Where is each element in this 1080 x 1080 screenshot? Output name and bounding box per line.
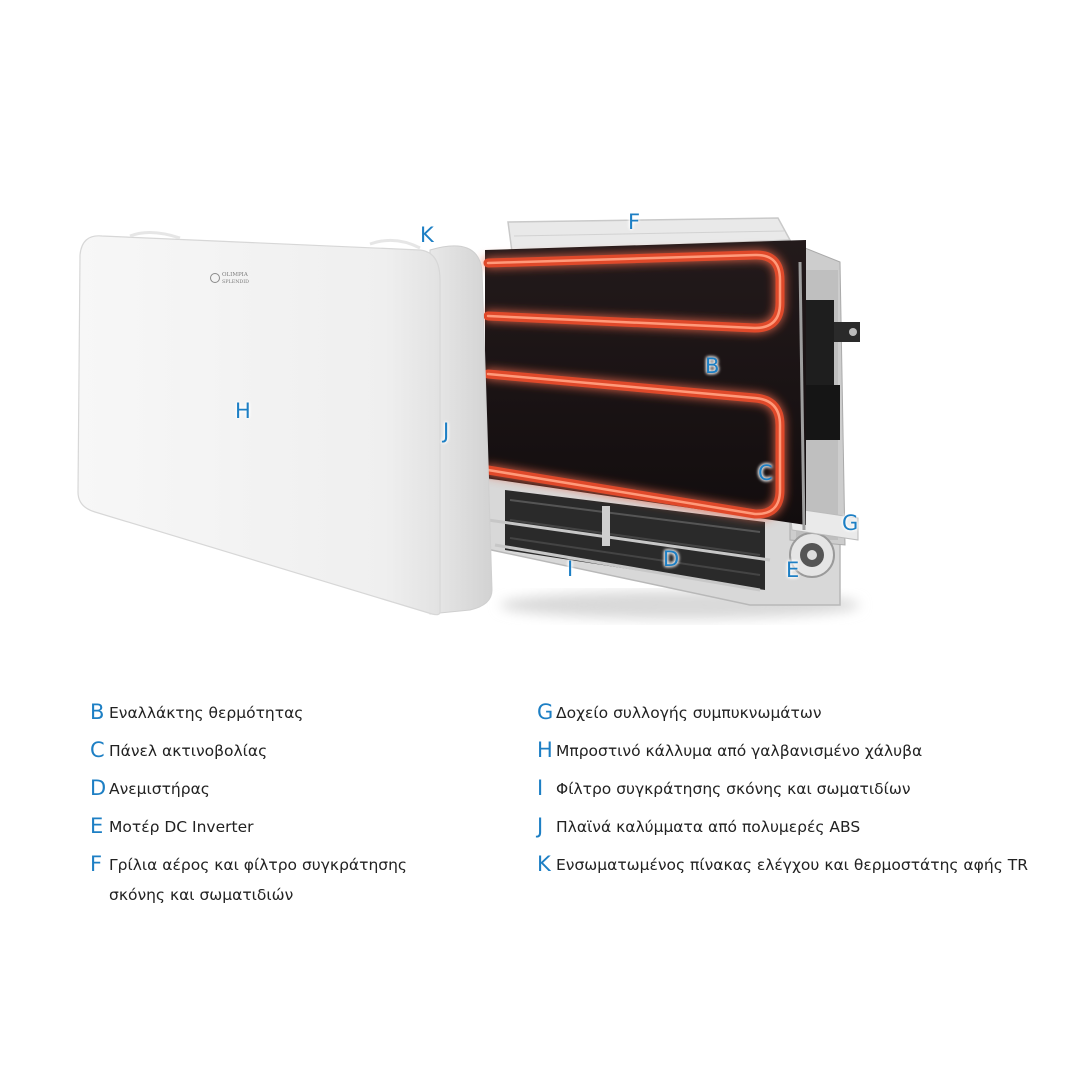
legend-item-b: B Εναλλάκτης θερμότητας [90, 698, 610, 728]
legend-text: Φίλτρο συγκράτησης σκόνης και σωματιδίων [556, 780, 911, 798]
legend-item-i: I Φίλτρο συγκράτησης σκόνης και σωματιδί… [537, 774, 1057, 804]
legend-item-g: G Δοχείο συλλογής συμπυκνωμάτων [537, 698, 1057, 728]
legend-text: Μπροστινό κάλλυμα από γαλβανισμένο χάλυβ… [556, 742, 923, 760]
legend-item-d: D Ανεμιστήρας [90, 774, 610, 804]
dc-inverter-motor [789, 532, 835, 578]
legend-text: Ανεμιστήρας [109, 780, 210, 798]
legend-text: Πλαϊνά καλύμματα από πολυμερές ABS [556, 818, 861, 836]
callout-i: I [567, 557, 574, 581]
legend-letter: F [90, 852, 103, 876]
dust-filter [487, 518, 771, 592]
legend-item-h: H Μπροστινό κάλλυμα από γαλβανισμένο χάλ… [537, 736, 1057, 766]
callout-j: J [443, 419, 450, 443]
legend-letter: H [537, 738, 553, 762]
legend-text: Ενσωματωμένος πίνακας ελέγχου και θερμοσ… [556, 856, 1028, 874]
legend-letter: E [90, 814, 104, 838]
legend-letter: J [537, 814, 544, 838]
legend-letter: G [537, 700, 554, 724]
legend-item-k: K Ενσωματωμένος πίνακας ελέγχου και θερμ… [537, 850, 1057, 880]
legend-item-f: F Γρίλια αέρος και φίλτρο συγκράτησης σκ… [90, 850, 610, 910]
callout-d: D [663, 547, 680, 571]
legend-text: Εναλλάκτης θερμότητας [109, 704, 304, 722]
legend-item-e: E Μοτέρ DC Inverter [90, 812, 610, 842]
callout-e: E [786, 558, 800, 582]
front-cover [77, 235, 441, 616]
legend-letter: I [537, 776, 544, 800]
front-cover-unit: OLIMPIA SPLENDID [77, 231, 493, 616]
callout-b: B [705, 354, 720, 378]
side-cover [429, 245, 493, 615]
brand-logo-line1: OLIMPIA [222, 272, 249, 278]
internal-unit [481, 217, 860, 619]
legend-left: B Εναλλάκτης θερμότητας C Πάνελ ακτινοβο… [90, 698, 610, 918]
callout-k: K [420, 223, 434, 247]
air-grille-filter [507, 217, 792, 253]
legend-text: Πάνελ ακτινοβολίας [109, 742, 268, 760]
radiant-panel [485, 240, 806, 525]
brand-logo-line2: SPLENDID [222, 279, 249, 285]
legend-item-j: J Πλαϊνά καλύμματα από πολυμερές ABS [537, 812, 1057, 842]
legend-right: G Δοχείο συλλογής συμπυκνωμάτων H Μπροστ… [537, 698, 1057, 888]
legend-letter: K [537, 852, 551, 876]
legend-item-c: C Πάνελ ακτινοβολίας [90, 736, 610, 766]
legend-letter: B [90, 700, 105, 724]
legend-text: Δοχείο συλλογής συμπυκνωμάτων [556, 704, 822, 722]
brand-logo: OLIMPIA SPLENDID [210, 272, 249, 285]
heat-exchanger-coil [483, 250, 785, 519]
callout-g: G [842, 511, 859, 535]
legend-letter: C [90, 738, 105, 762]
legend-letter: D [90, 776, 107, 800]
callout-c: C [758, 461, 773, 485]
legend-text: Γρίλια αέρος και φίλτρο συγκράτησης σκόν… [109, 856, 408, 904]
callout-h: H [235, 399, 251, 423]
callout-f: F [628, 210, 641, 234]
legend-text: Μοτέρ DC Inverter [109, 818, 254, 836]
